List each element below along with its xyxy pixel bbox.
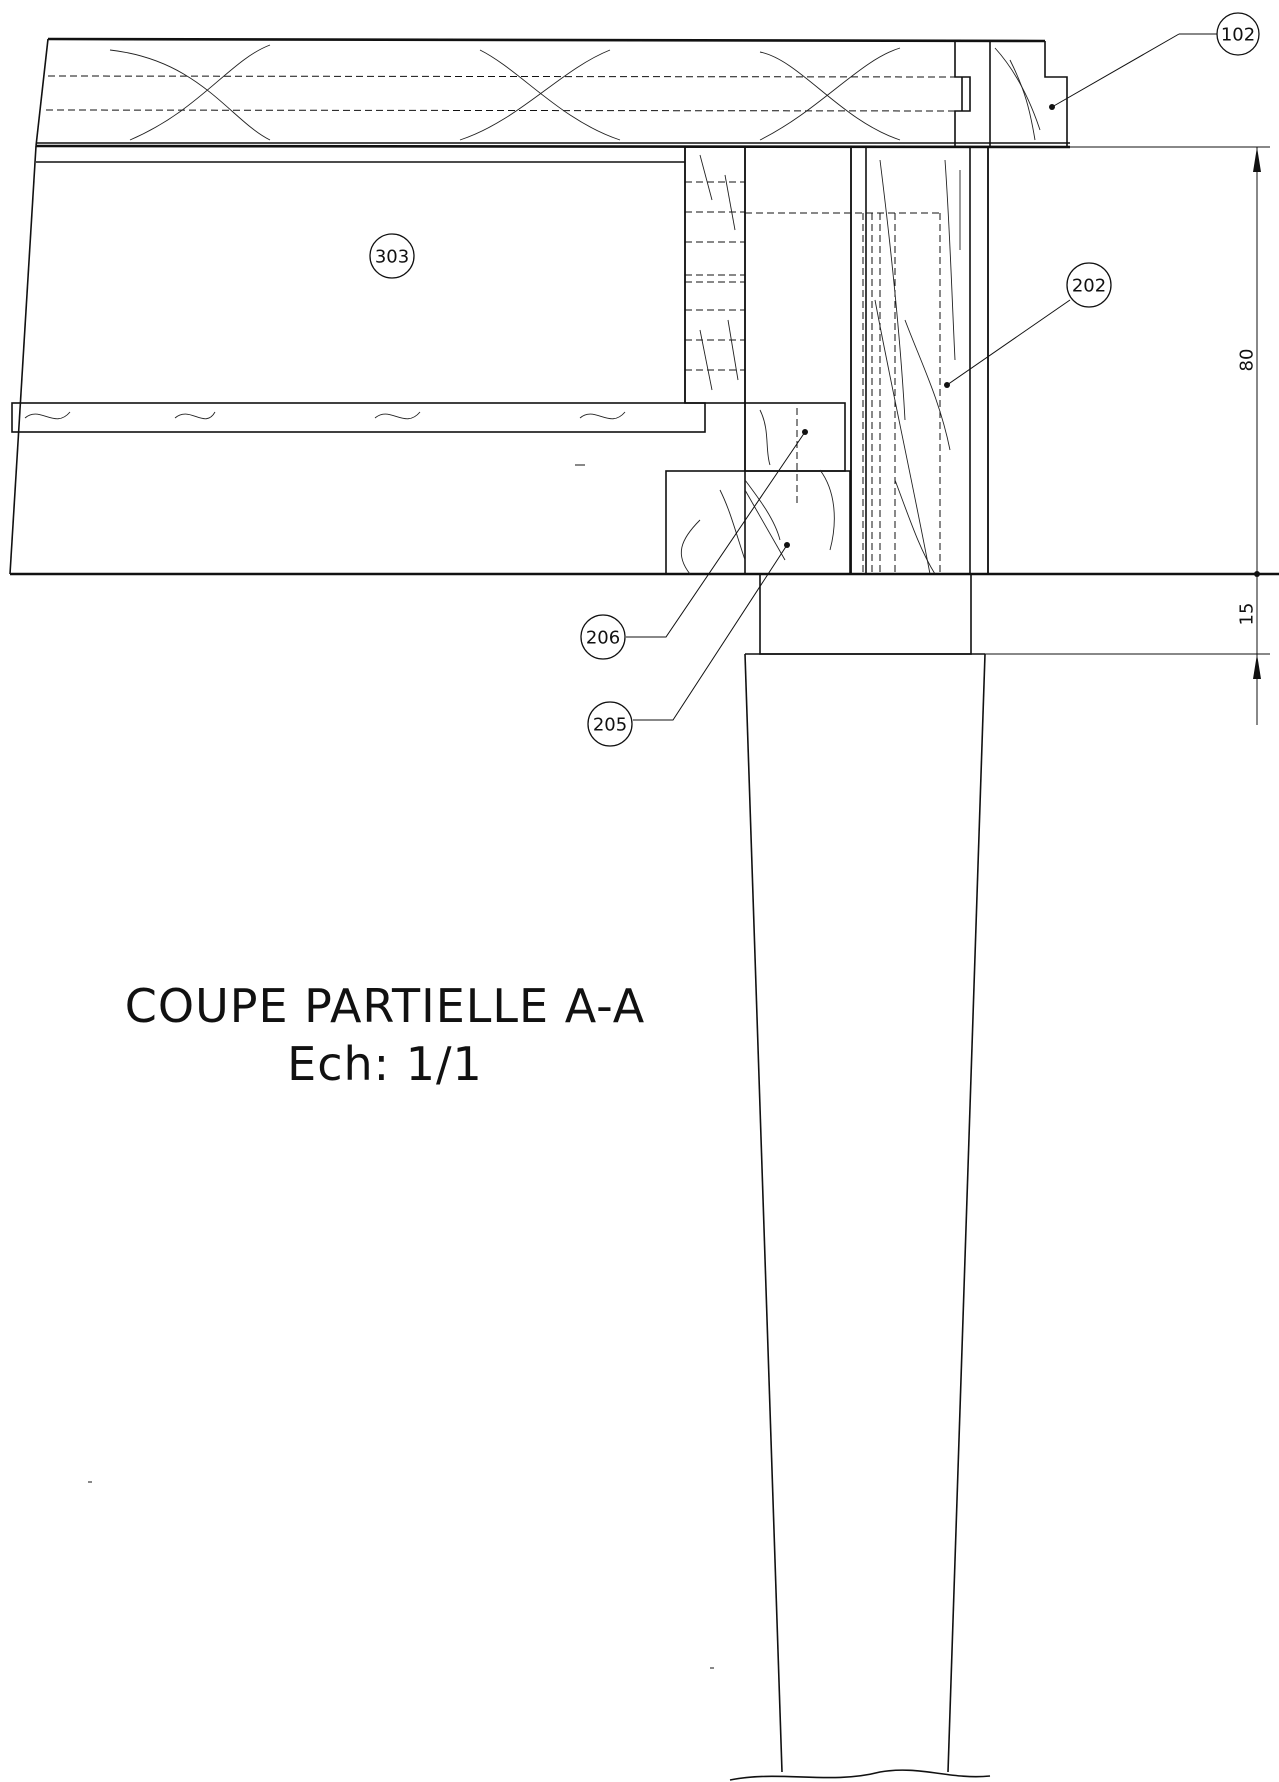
dimension-label: 15: [1237, 603, 1258, 626]
dimension-lines: [985, 146, 1270, 725]
part-label-206: 206: [580, 614, 626, 660]
scale-label: Ech: 1/1: [287, 1037, 483, 1091]
part-label-text: 206: [586, 628, 620, 649]
part-label-text: 102: [1221, 25, 1255, 46]
part-label-202: 202: [1066, 262, 1112, 308]
rail-section: [684, 146, 746, 404]
part-label-text: 202: [1072, 276, 1106, 297]
part-label-303: 303: [369, 233, 415, 279]
leg: [729, 573, 991, 1781]
corner-blocks: [665, 402, 851, 575]
dimension-label: 80: [1237, 349, 1258, 372]
part-label-102: 102: [1216, 12, 1260, 56]
leader-lines: [626, 33, 1219, 721]
section-title: COUPE PARTIELLE A-A: [125, 979, 646, 1033]
table-top: [35, 37, 1071, 149]
part-label-text: 303: [375, 247, 409, 268]
part-label-text: 205: [593, 715, 627, 736]
part-label-205: 205: [587, 701, 633, 747]
drawer-panel: [9, 145, 1279, 576]
leg-block: [744, 146, 989, 575]
